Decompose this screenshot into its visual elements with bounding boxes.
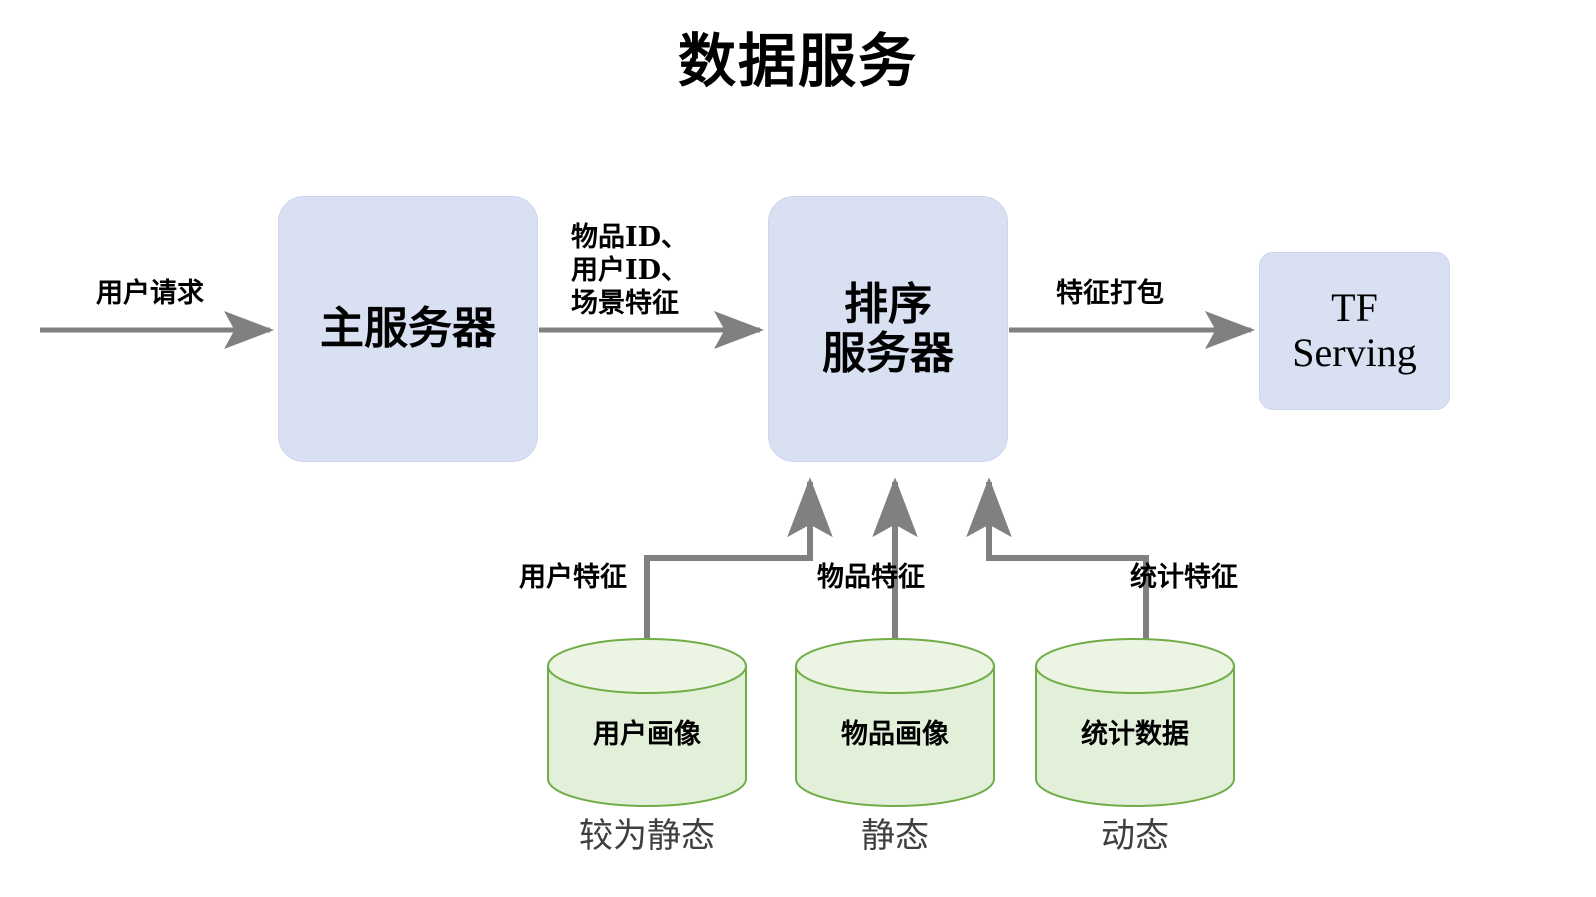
datastore-item-profile-caption: 静态 [861,816,929,856]
node-rank-server[interactable]: 排序 服务器 [768,196,1008,462]
datastore-item-profile-label: 物品画像 [841,719,949,750]
edge-label-stat-feature: 统计特征 [1130,562,1238,593]
cylinder-stat-data [1035,638,1235,807]
node-tf-serving-label: TF Serving [1292,285,1417,375]
node-main-server[interactable]: 主服务器 [278,196,538,462]
cylinder-user-profile [547,638,747,807]
edge-label-user-request: 用户请求 [96,278,204,309]
node-tf-serving[interactable]: TF Serving [1259,252,1450,410]
edge-label-user-feature: 用户特征 [519,562,627,593]
page-title: 数据服务 [677,27,918,95]
arrow-stat-feature [966,477,1149,640]
datastore-user-profile-caption: 较为静态 [579,816,715,856]
edge-label-feature-pack: 特征打包 [1056,278,1164,309]
edge-label-ids-scene: 物品ID、 用户ID、 场景特征 [571,222,689,319]
datastore-stat-data-caption: 动态 [1101,816,1169,856]
datastore-stat-data-label: 统计数据 [1081,719,1189,750]
node-main-server-label: 主服务器 [320,303,496,355]
cylinder-item-profile [795,638,995,807]
node-rank-server-label: 排序 服务器 [822,278,954,379]
edge-label-item-feature: 物品特征 [817,562,925,593]
datastore-user-profile-label: 用户画像 [593,719,701,750]
arrow-user-feature [644,477,833,640]
